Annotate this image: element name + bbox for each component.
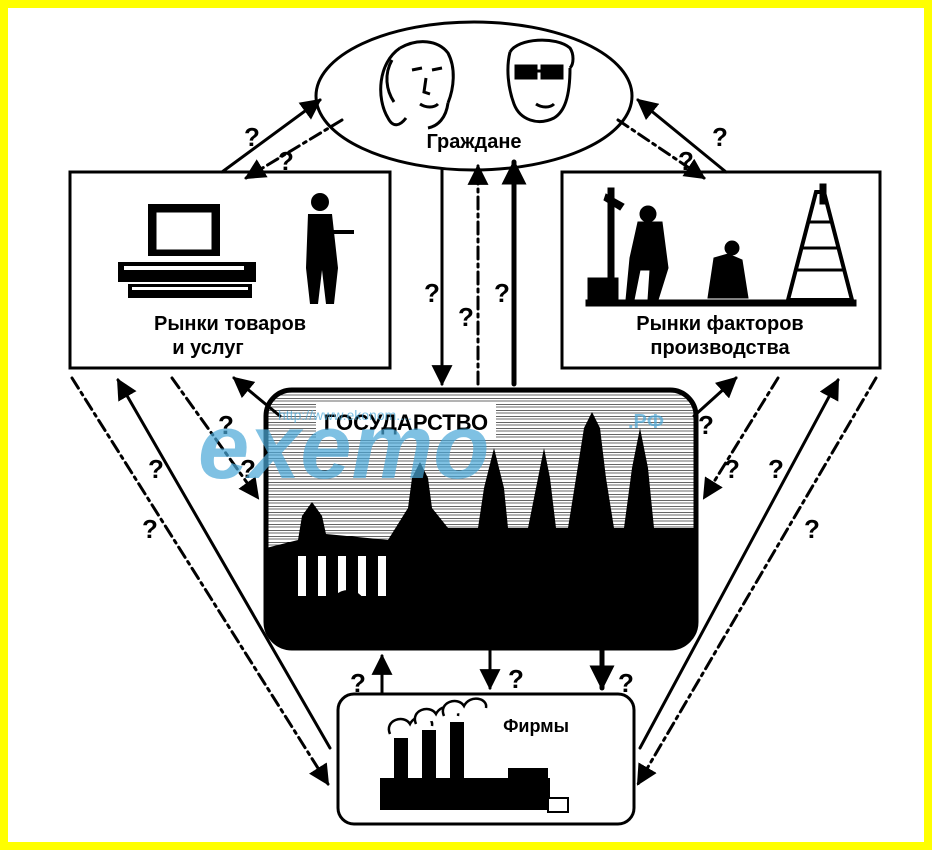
state-node: ГОСУДАРСТВО [263, 387, 699, 651]
woman-face-icon [379, 40, 455, 130]
citizens-node: Граждане [314, 20, 634, 172]
factory-icon [380, 697, 569, 813]
arrow-state-to-goods [232, 376, 282, 418]
arrow-factor-to-citizens [636, 98, 728, 174]
man-face-icon [506, 38, 575, 123]
question-mark: ? [218, 410, 234, 440]
arrow-goods-to-citizens [220, 98, 322, 174]
arrow-citizens-to-goods [244, 118, 344, 180]
arrow-firms-to-goods [116, 378, 332, 750]
question-mark: ? [804, 514, 820, 544]
factor-market-label-line2: производства [650, 337, 790, 359]
flow-arrows [70, 98, 878, 786]
goods-market-node: Рынки товаров и услуг [68, 170, 392, 370]
watermark-text: exemo [198, 396, 490, 498]
question-mark: ? [618, 668, 634, 698]
arrow-citizens-to-factor [616, 118, 706, 180]
question-mark: ? [278, 146, 294, 176]
factor-market-label-line1: Рынки факторов [636, 313, 803, 335]
state-label: ГОСУДАРСТВО [324, 410, 488, 435]
question-mark: ? [698, 410, 714, 440]
goods-market-label-line1: Рынки товаров [154, 313, 306, 335]
oil-workers-icon [585, 183, 857, 307]
arrow-factor-to-state-dashed [702, 376, 780, 500]
question-mark: ? [508, 664, 524, 694]
question-mark: ? [148, 454, 164, 484]
computer-icon [118, 204, 256, 298]
firms-node: Фирмы [336, 692, 636, 826]
waiter-icon [306, 193, 354, 304]
watermark: http://www.ekonom.... exemo .PФ [198, 396, 664, 498]
question-marks: ? ? ? ? ? ? ? ? ? ? ? ? ? ? ? ? ? ? [142, 122, 820, 698]
factor-market-node: Рынки факторов производства [560, 170, 882, 370]
question-mark: ? [424, 278, 440, 308]
question-mark: ? [142, 514, 158, 544]
question-mark: ? [244, 122, 260, 152]
diagram-canvas: Граждане Рынки товаров и услуг [8, 8, 924, 842]
question-mark: ? [458, 302, 474, 332]
arrow-goods-to-firms [70, 376, 330, 786]
goods-market-label-line2: и услуг [172, 337, 244, 359]
question-mark: ? [768, 454, 784, 484]
arrow-firms-to-factor [638, 378, 840, 750]
question-mark: ? [240, 454, 256, 484]
question-mark: ? [712, 122, 728, 152]
economic-flow-diagram: Граждане Рынки товаров и услуг [68, 20, 882, 826]
question-mark: ? [350, 668, 366, 698]
arrow-state-to-factor [692, 376, 738, 418]
question-mark: ? [724, 454, 740, 484]
question-mark: ? [494, 278, 510, 308]
arrow-goods-to-state-dashed [170, 376, 260, 500]
watermark-url: http://www.ekonom.... [278, 407, 412, 423]
arrow-factor-to-firms [636, 376, 878, 786]
question-mark: ? [678, 146, 694, 176]
firms-label: Фирмы [503, 716, 569, 736]
citizens-label: Граждане [426, 131, 521, 153]
kremlin-silhouette-icon [266, 412, 696, 648]
watermark-suffix: .PФ [628, 411, 664, 433]
